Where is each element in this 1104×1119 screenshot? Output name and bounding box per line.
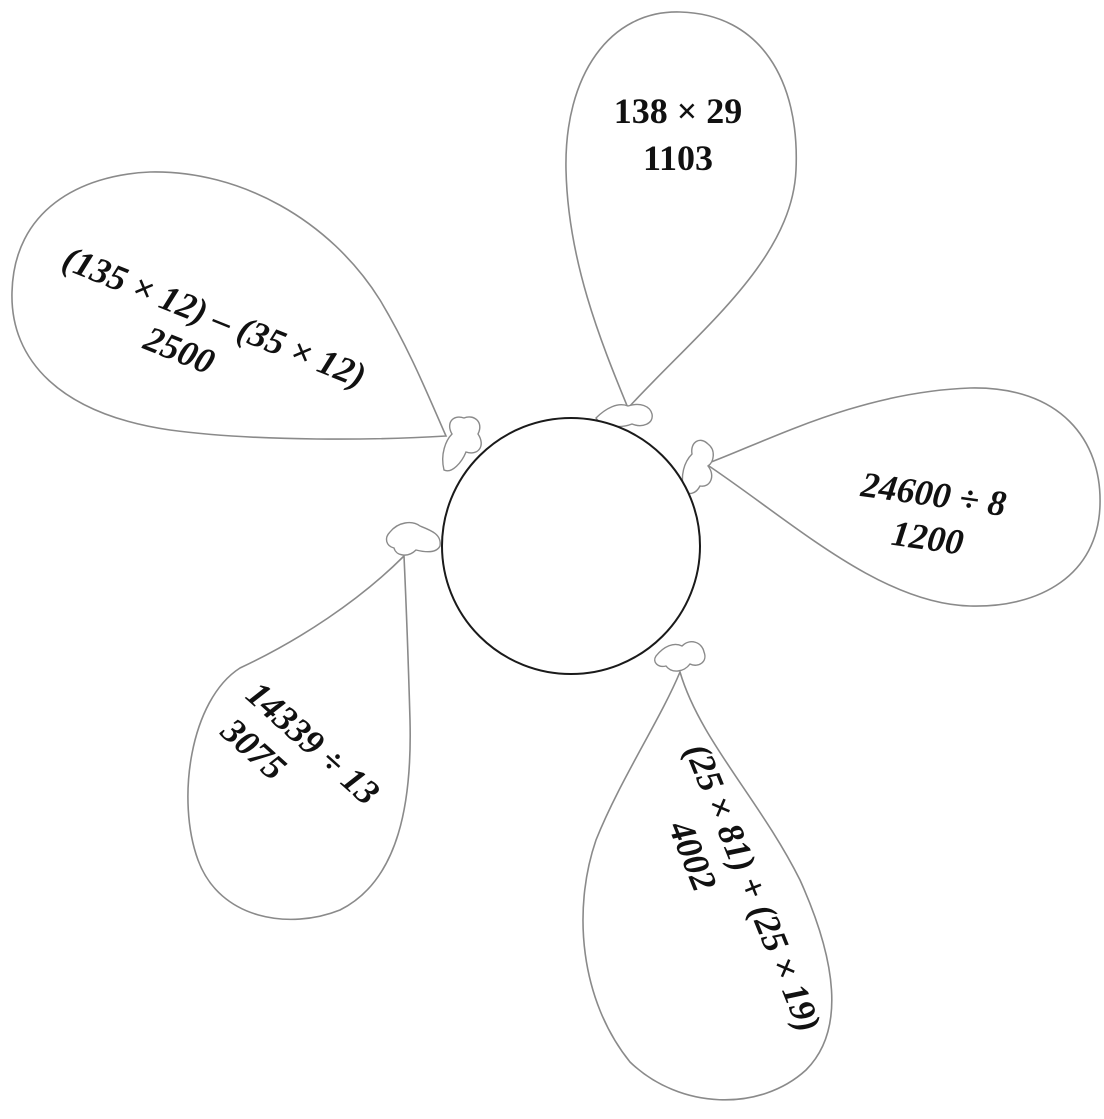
balloon-lower-left: 14339 ÷ 13 3075 [187,521,441,921]
balloon-upper-left-knot [442,416,482,472]
balloon-right-knot [681,439,714,495]
balloon-bottom-right-outline [582,669,833,1101]
balloon-top: 138 × 29 1103 [565,11,798,428]
balloon-bottom-right-knot [654,641,706,672]
balloon-right: 24600 ÷ 8 1200 [681,387,1101,607]
balloon-top-outline [565,11,798,410]
balloon-bottom-right: (25 × 81) + (25 × 19) 4002 [582,641,833,1101]
balloon-right-answer: 1200 [889,513,966,563]
balloon-top-expression: 138 × 29 [614,91,743,131]
balloon-lower-left-outline [187,554,412,921]
balloon-lower-left-knot [385,521,441,556]
balloon-top-answer: 1103 [643,138,713,178]
balloon-top-knot [595,403,653,428]
balloon-upper-left-outline [11,171,448,440]
balloon-upper-left: (135 × 12) – (35 × 12) 2500 [11,171,482,472]
center-answer-circle[interactable] [441,417,701,675]
balloon-right-outline [704,387,1101,607]
